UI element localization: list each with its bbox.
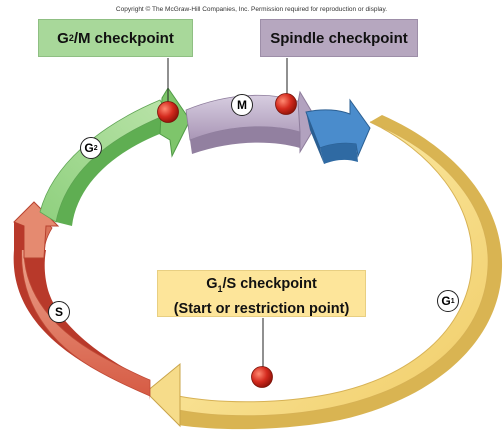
g2m-rest: /M checkpoint bbox=[73, 29, 174, 47]
g2m-subscript: 2 bbox=[68, 33, 74, 43]
g1s-rest: /S checkpoint bbox=[222, 276, 317, 292]
g2m-checkpoint-dot bbox=[157, 101, 179, 123]
g1-phase-arrow bbox=[145, 115, 503, 430]
g1s-line2: (Start or restriction point) bbox=[173, 301, 350, 317]
phase-m-letter: M bbox=[237, 98, 247, 112]
g2m-letter: G bbox=[57, 29, 69, 47]
spindle-checkpoint-dot bbox=[275, 93, 297, 115]
g1s-checkpoint-dot bbox=[251, 366, 273, 388]
s-phase-arrow bbox=[13, 201, 151, 400]
phase-g1-subscript: 1 bbox=[450, 297, 455, 305]
phase-g1-letter: G bbox=[441, 294, 451, 308]
g1s-line1: G1/S checkpoint bbox=[158, 274, 365, 299]
spindle-checkpoint-label: Spindle checkpoint bbox=[260, 19, 418, 57]
phase-s-letter: S bbox=[54, 305, 63, 319]
m-phase-arrow bbox=[185, 90, 319, 154]
spindle-text: Spindle checkpoint bbox=[270, 29, 408, 47]
phase-g2-letter: G bbox=[84, 141, 94, 155]
phase-m-badge: M bbox=[231, 94, 253, 116]
g1s-subscript: 1 bbox=[217, 284, 223, 294]
g1s-checkpoint-label: G1/S checkpoint (Start or restriction po… bbox=[157, 270, 366, 317]
phase-g2-subscript: 2 bbox=[93, 144, 98, 152]
phase-s-badge: S bbox=[48, 301, 70, 323]
g1s-letter: G bbox=[206, 276, 218, 292]
copyright-notice: Copyright © The McGraw-Hill Companies, I… bbox=[115, 6, 388, 13]
transition-arrow-blue bbox=[305, 98, 371, 164]
